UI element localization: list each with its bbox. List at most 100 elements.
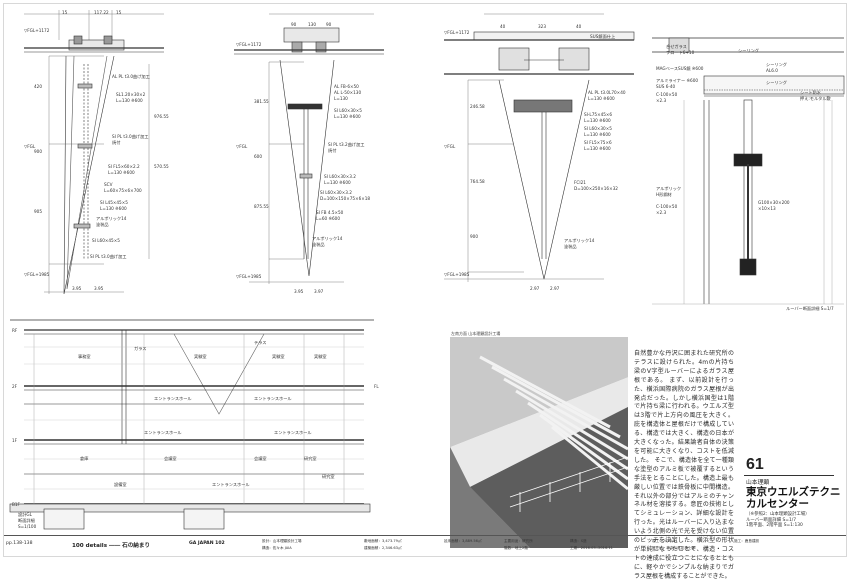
level-label: ▽FGL — [444, 144, 456, 149]
spec-note: ×10×13 — [758, 206, 776, 211]
spec-note: フロート6+10 — [666, 50, 695, 55]
credit-cell: 所在地：神奈川県足柄上郡 — [652, 546, 696, 550]
level-label: ▽FGL+1172 — [236, 42, 262, 47]
page-footer: pp.138-138 100 details ―― 石の納まり GA JAPAN… — [4, 527, 846, 556]
spec-note: SUS 6-40 — [656, 84, 676, 89]
credit-cell: 建築面積：2,346.63㎡ — [364, 546, 402, 550]
spec-note: SI FL5×75×6 — [584, 140, 612, 145]
level-label: B1F — [12, 502, 20, 507]
divider — [744, 475, 834, 476]
level-label: ▽FGL — [236, 144, 248, 149]
level-label: ▽FGL+1985 — [444, 272, 470, 277]
dim-label: 905 — [34, 209, 42, 214]
spec-note: ×2.3 — [656, 210, 667, 215]
spec-note: SI L60×45×5 — [92, 238, 120, 243]
spec-note: AL FB-6×50 — [334, 84, 359, 89]
dim-label: 2.97 — [530, 286, 540, 291]
spec-note: D=100×150×75×6×18 — [320, 196, 371, 201]
dim-label: 40 — [576, 24, 582, 29]
project-title: 東京ウエルズテクニカルセンター — [746, 486, 841, 510]
credit-cell: 工期：2016.03.-2016.11 — [570, 546, 613, 550]
spec-note: FCI21 — [574, 180, 586, 185]
louver-section-3 — [444, 13, 635, 282]
spec-note: G100×30×200 — [758, 200, 790, 205]
dim-label: 3.97 — [314, 289, 324, 294]
page-range: pp.138-138 — [6, 541, 33, 546]
spec-note: SI PL t3.2曲げ加工 — [328, 142, 365, 147]
dim-label: 90 — [291, 22, 297, 27]
level-label: 設計GL — [18, 512, 32, 517]
spec-note: L=130 ※600 — [116, 98, 143, 103]
spec-note: L=130 ※600 — [108, 170, 135, 175]
spec-note: L=130 ※600 — [588, 96, 615, 101]
scale-label: S=1/100 — [18, 524, 37, 529]
spec-note: 焼付 — [112, 140, 121, 145]
credit-cell: 主要用途：研究所 — [504, 539, 533, 543]
spec-note: C-100×50 — [656, 92, 678, 97]
spec-note: D=100×250×16×32 — [574, 186, 618, 191]
spec-note: SI-L75×45×6 — [584, 112, 613, 117]
credit-cell: 構造：佐々木 JAIA — [262, 546, 292, 550]
spec-note: L=130 ※600 — [584, 146, 611, 151]
spec-note: L=130 ※600 — [584, 118, 611, 123]
spec-note: MAGベースSUS鏡 ※600 — [656, 66, 704, 71]
spec-note: 合せガラス — [666, 44, 687, 49]
credit-cell: 階数：地上2階 — [504, 546, 528, 550]
spec-note: SI PL t3.0曲げ加工 — [90, 254, 127, 259]
dim-label: 323 — [538, 24, 546, 29]
spec-note: AL L-50×130 — [334, 90, 362, 95]
room-label: エントランスホール — [254, 396, 292, 401]
level-label: ▽FGL+1172 — [24, 28, 50, 33]
spec-note: アルポリック14 — [564, 238, 595, 243]
spec-note: L=130 ※600 — [584, 132, 611, 137]
dim-label: 900 — [470, 234, 478, 239]
dim-label: 3.95 — [72, 286, 82, 291]
credit-cell: 設計：山本理顕設計工場 — [262, 539, 302, 543]
dim-label: 246.58 — [470, 104, 485, 109]
dim-label: 600 — [254, 154, 262, 159]
credit-cell: 敷地面積：3,473.79㎡ — [364, 539, 402, 543]
spec-note: L=60×75×6×700 — [104, 188, 142, 193]
spec-note: SI L60×30×5 — [584, 126, 612, 131]
room-label: 実験室 — [272, 354, 285, 359]
article-number: 61 — [746, 456, 764, 473]
spec-note: SI L60×30×5 — [334, 108, 362, 113]
spec-note: L=130 ※600 — [100, 206, 127, 211]
spec-note: AL PL t3.0L70×40 — [588, 90, 626, 95]
spec-note: シーリング — [766, 80, 787, 85]
spec-note: SI L60×30×3.2 — [320, 190, 352, 195]
issue-label: GA JAPAN 102 — [189, 541, 225, 546]
article-body: 自然豊かな丹沢に囲まれた研究所のテラスに設けられた。4mの片持ち梁のV字型ルーバ… — [634, 350, 734, 580]
spec-note: SUS鏡面仕上 — [590, 34, 616, 39]
dim-label: 40 — [500, 24, 506, 29]
spec-note: SL1.20×30×2 — [116, 92, 146, 97]
spec-note: アルミライナー ※600 — [656, 78, 699, 83]
room-label: テラス — [254, 340, 267, 345]
spec-note: アルポリック14 — [312, 236, 343, 241]
spec-note: シート防水 — [800, 90, 821, 95]
footer-rule — [4, 535, 846, 536]
spec-note: SI FB 4.5×50 — [316, 210, 344, 215]
spec-note: AL PL t3.0曲げ加工 — [112, 74, 150, 79]
spec-note: 塗装品 — [312, 242, 325, 247]
document-page: 15 117.22 15 ▽FGL+1172 ▽FGL ▽FGL+1985 3.… — [3, 3, 847, 580]
spec-note: L=130 ※600 — [334, 114, 361, 119]
dim-label: 130 — [308, 22, 316, 27]
credit-cell: 延床面積：3,889.56㎡ — [444, 539, 482, 543]
spec-note: H形鋼材 — [656, 192, 672, 197]
spec-note: SI L45×45×5 — [100, 200, 128, 205]
room-label: ガラス — [134, 346, 147, 351]
level-label: ▽FGL — [24, 144, 36, 149]
series-title: 100 details ―― 石の納まり — [72, 543, 151, 549]
dim-label: 875.55 — [254, 204, 269, 209]
dim-label: 15 — [116, 10, 122, 15]
dim-label: 764.58 — [470, 179, 485, 184]
spec-note: L=130 ※600 — [324, 180, 351, 185]
room-label: 会議室 — [164, 456, 177, 461]
level-label: ▽FGL+1985 — [24, 272, 50, 277]
level-label: 1F — [12, 438, 18, 443]
building-section — [9, 319, 374, 530]
spec-note: SI PL t3.0曲げ加工 — [112, 134, 149, 139]
spec-note: アルポリック14 — [96, 216, 127, 221]
dim-label: 117.22 — [94, 10, 109, 15]
